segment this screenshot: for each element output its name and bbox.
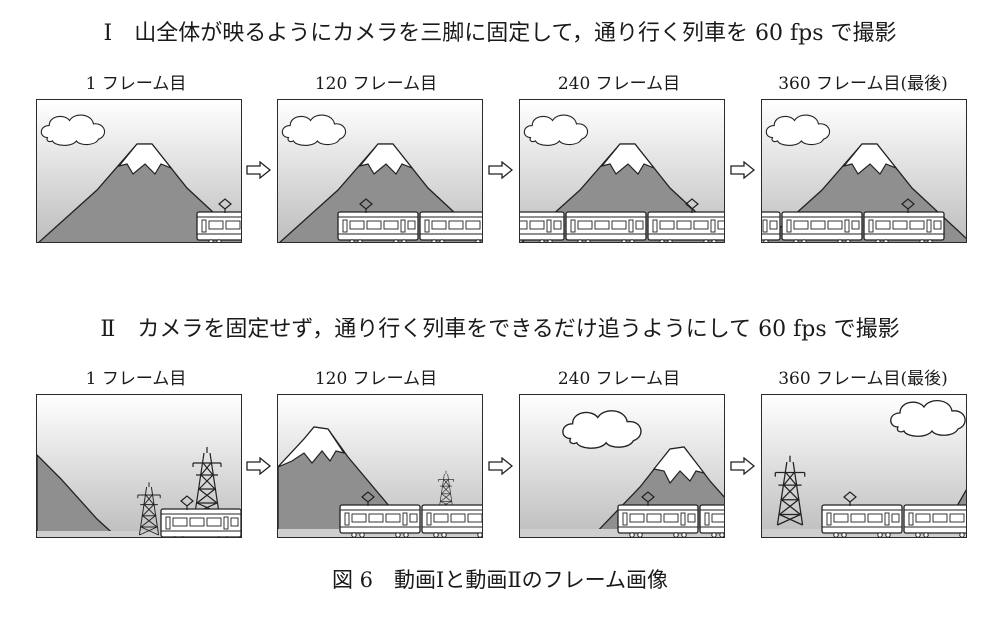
section-2-frame-3: [519, 394, 725, 538]
section-1-frame-1: [36, 99, 242, 243]
section-1-heading: Ⅰ 山全体が映るようにカメラを三脚に固定して，通り行く列車を 60 fps で撮…: [103, 21, 897, 46]
section-1-frame-2: [277, 99, 483, 243]
section-1-frame-4-label: 360 フレーム目(最後): [778, 74, 948, 94]
section-2-frame-4: [761, 394, 967, 538]
section-1-frame-4: [761, 99, 967, 243]
section-2-frame-3-label: 240 フレーム目: [557, 369, 681, 389]
section-2-frame-2: [277, 394, 483, 538]
mountain-icon: [38, 143, 241, 242]
section-2-frame-1: [36, 394, 242, 538]
section-1-frame-2-label: 120 フレーム目: [314, 74, 438, 94]
right-arrow-icon: [488, 161, 514, 179]
section-2-frame-4-label: 360 フレーム目(最後): [778, 369, 948, 389]
right-arrow-icon: [246, 161, 272, 179]
figure-caption: 図 6 動画Ⅰと動画Ⅱのフレーム画像: [332, 568, 668, 592]
right-arrow-icon: [246, 457, 272, 475]
section-1-frame-3-label: 240 フレーム目: [557, 74, 681, 94]
section-1-frame-1-label: 1 フレーム目: [85, 74, 187, 94]
right-arrow-icon: [730, 161, 756, 179]
section-2-heading: Ⅱ カメラを固定せず，通り行く列車をできるだけ追うようにして 60 fps で撮…: [100, 317, 900, 342]
right-arrow-icon: [730, 457, 756, 475]
section-1-frame-3: [519, 99, 725, 243]
section-2-frame-1-label: 1 フレーム目: [85, 369, 187, 389]
section-2-frame-2-label: 120 フレーム目: [314, 369, 438, 389]
mountain-icon: [37, 454, 118, 537]
right-arrow-icon: [488, 457, 514, 475]
